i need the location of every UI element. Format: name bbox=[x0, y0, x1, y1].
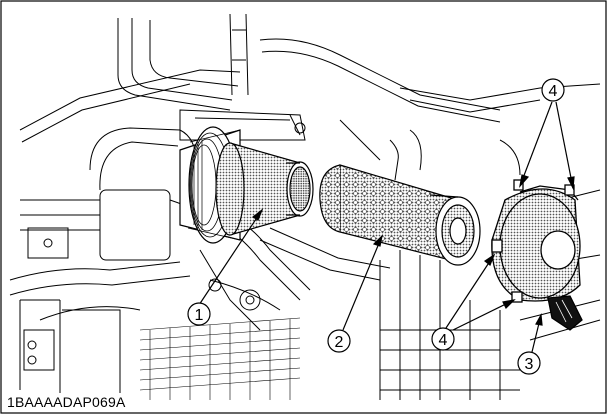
figure-code: 1BAAAADAP069A bbox=[6, 393, 129, 411]
evacuator-valve bbox=[547, 295, 583, 331]
leader-lines bbox=[198, 101, 575, 353]
callout-4-bottom-label: 4 bbox=[439, 332, 448, 349]
clamp-upper-left bbox=[513, 179, 524, 191]
clamp-lower bbox=[511, 291, 523, 303]
callout-4-bottom: 4 bbox=[431, 327, 455, 351]
callout-1-label: 1 bbox=[195, 307, 204, 324]
callout-2-label: 2 bbox=[335, 334, 344, 351]
callout-3-label: 3 bbox=[525, 356, 534, 373]
callout-4-top: 4 bbox=[541, 78, 565, 102]
clamp-upper-right bbox=[564, 184, 575, 196]
callout-4-top-label: 4 bbox=[549, 83, 558, 100]
callout-1: 1 bbox=[187, 302, 211, 326]
callout-3: 3 bbox=[517, 351, 541, 375]
inner-element bbox=[215, 142, 314, 236]
clamp-left bbox=[491, 239, 503, 253]
air-cleaner-cover bbox=[491, 179, 583, 331]
callout-2: 2 bbox=[327, 329, 351, 353]
outer-element bbox=[319, 164, 481, 266]
